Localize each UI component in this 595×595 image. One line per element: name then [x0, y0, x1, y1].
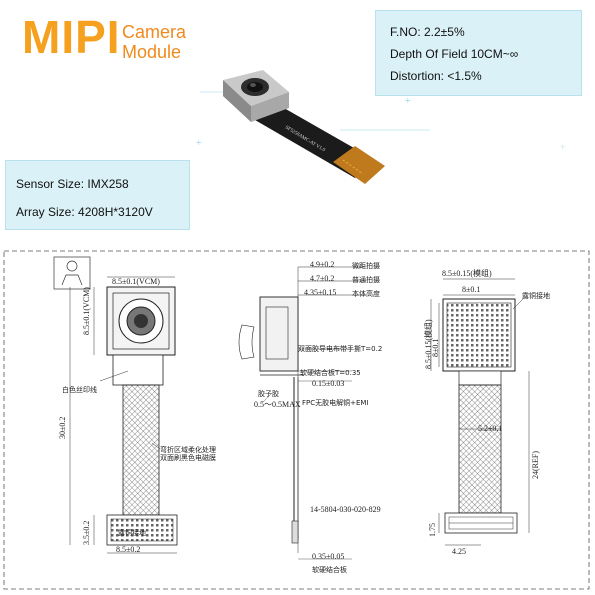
camera-module-photo: SF5258AMC-AT V1.0 — [223, 70, 385, 184]
white-silk-line-label: 白色丝印线 — [62, 386, 97, 394]
glue-label: 胶子胶 — [258, 390, 279, 398]
back-copper-ground-label: 露铜接地 — [522, 292, 550, 300]
connector-part-number: 14-5804-030-020-829 — [310, 505, 381, 514]
front-width-bottom-dim: 8.5±0.2 — [116, 545, 141, 554]
connector-width-dim: 4.25 — [452, 547, 466, 556]
technical-drawing: 8.5±0.1(VCM) 8.5±0.1(VCM) 白色丝印线 30±0.2 弯… — [0, 247, 595, 595]
back-width-top-dim: 8.5±0.15(模组) — [442, 269, 492, 278]
height-4-35-dim: 4.35±0.15 — [304, 288, 337, 297]
height-4-9-dim: 4.9±0.2 — [310, 260, 335, 269]
fpc-copper-label: FPC无胶电解铜+EMI — [302, 399, 369, 407]
front-view-drawing — [53, 256, 178, 554]
logo-subtitle-line1: Camera — [122, 22, 187, 42]
front-copper-ground-label: 露铜接地 — [118, 529, 146, 537]
front-height-vcm-dim: 8.5±0.1(VCM) — [82, 287, 91, 335]
conductive-tape-label: 双面胶导电布带手撕T=0.2 — [298, 345, 383, 353]
mipi-logo: MIPI — [22, 11, 121, 63]
svg-text:+: + — [196, 138, 202, 149]
sensor-specs-panel: Sensor Size: IMX258 Array Size: 4208H*31… — [5, 160, 190, 230]
macro-shooting-label: 微距拍摄 — [352, 262, 380, 270]
side-view-drawing — [238, 266, 366, 560]
fpc-width-dim: 5.2±0.1 — [478, 424, 503, 433]
logo-subtitle: Camera Module — [122, 22, 186, 62]
sensor-size-spec: Sensor Size: IMX258 — [16, 177, 129, 191]
front-width-top-dim: 8.5±0.1(VCM) — [112, 277, 160, 286]
optical-specs-panel: F.NO: 2.2±5% Depth Of Field 10CM~∞ Disto… — [375, 10, 582, 96]
ref-length-dim: 24(REF) — [531, 451, 540, 479]
thickness-0-15-dim: 0.15±0.03 — [312, 379, 345, 388]
depth-of-field-spec: Depth Of Field 10CM~∞ — [390, 47, 519, 61]
logo-subtitle-line2: Module — [122, 42, 182, 62]
glue-thickness-dim: 0.5～0.5MAX — [254, 400, 301, 409]
normal-shooting-label: 普通拍摄 — [352, 276, 380, 284]
bend-area-label-1: 弯折区域柔化处理 — [160, 446, 216, 454]
back-view-drawing — [430, 278, 530, 546]
front-total-length-dim: 30±0.2 — [58, 416, 67, 439]
array-size-spec: Array Size: 4208H*3120V — [16, 205, 153, 219]
rigid-flex-board-label: 软硬结合板T=0.35 — [300, 369, 361, 377]
back-width-inner-dim: 8±0.1 — [462, 285, 481, 294]
svg-text:+: + — [405, 96, 411, 107]
f-number-spec: F.NO: 2.2±5% — [390, 25, 465, 39]
height-4-7-dim: 4.7±0.2 — [310, 274, 335, 283]
bottom-board-label: 软硬结合板 — [312, 566, 347, 574]
connector-height-dim: 1.75 — [428, 523, 437, 537]
svg-text:+: + — [560, 142, 565, 152]
drawing-frame — [3, 250, 590, 590]
stiffener-length-dim: 3.5±0.2 — [82, 520, 91, 545]
back-height-inner-dim: 8±0.1 — [431, 338, 440, 357]
bend-area-label-2: 双面刷黑色电磁膜 — [160, 454, 216, 462]
thickness-0-35-dim: 0.35±0.05 — [312, 552, 345, 561]
distortion-spec: Distortion: <1.5% — [390, 69, 482, 83]
body-height-label: 本体高度 — [352, 290, 380, 298]
